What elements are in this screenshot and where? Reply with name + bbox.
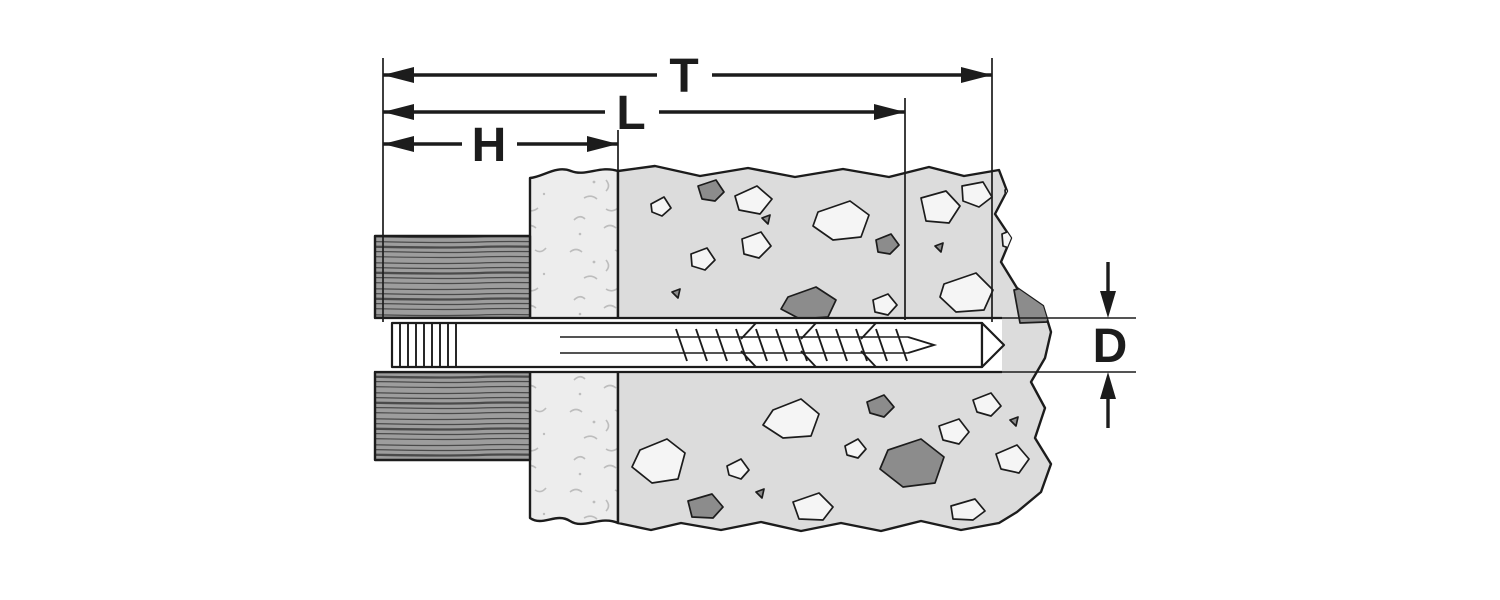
frame-dowel [390, 321, 1006, 369]
arrowhead-right [874, 104, 905, 120]
aggregate-stone [671, 288, 681, 299]
arrowhead-up [1100, 372, 1116, 399]
arrowhead-left [383, 104, 414, 120]
aggregate-stone [995, 444, 1030, 474]
aggregate-stone [761, 214, 771, 225]
aggregate-stone [844, 438, 867, 459]
aggregate-stone [762, 398, 820, 439]
aggregate-stone [1004, 184, 1029, 205]
arrowhead-right [587, 136, 618, 152]
aggregate-stone [755, 488, 765, 499]
dim-label-anchor-length: L [616, 87, 645, 140]
aggregate-stone [1009, 416, 1019, 427]
fixture-wood-layer [373, 234, 532, 462]
aggregate-stone [690, 247, 716, 271]
aggregate-stone [950, 498, 986, 521]
aggregate-stone [879, 438, 945, 488]
aggregate-stone [687, 493, 724, 519]
aggregate-stone [939, 272, 994, 313]
aggregate-stone [972, 392, 1002, 417]
dowel-collar-ribs [399, 323, 457, 367]
aggregate-stone [920, 190, 961, 224]
dim-label-diameter: D [1093, 320, 1128, 373]
arrowhead-left [383, 67, 414, 83]
aggregate-stones [631, 179, 1051, 521]
dimension-total-length: T [382, 50, 993, 322]
wood-block-bottom [373, 370, 532, 462]
aggregate-stone [872, 293, 898, 316]
dimension-fixture-thickness: H [383, 119, 619, 172]
dowel-tip [980, 321, 1006, 369]
aggregate-stone [792, 492, 834, 521]
aggregate-stone [650, 196, 672, 217]
aggregate-stone [741, 231, 772, 259]
concrete-layer [616, 164, 1053, 533]
aggregate-stone [866, 394, 895, 418]
screw-point [907, 336, 938, 354]
dimension-anchor-length: L [383, 87, 906, 320]
dim-label-total-length: T [669, 50, 698, 103]
aggregate-stone [697, 179, 725, 202]
aggregate-stone [726, 458, 750, 480]
arrowhead-down [1100, 291, 1116, 318]
aggregate-stone [938, 418, 970, 445]
wood-block-top [373, 234, 532, 320]
dimension-diameter: D [1002, 262, 1136, 428]
dowel-expansion-cuts [740, 322, 877, 368]
aggregate-stone [934, 242, 944, 253]
aggregate-stone [631, 438, 686, 484]
arrowhead-left [383, 136, 414, 152]
aggregate-stone [812, 200, 870, 241]
aggregate-stone [734, 185, 773, 215]
arrowhead-right [961, 67, 992, 83]
dim-label-fixture-thickness: H [472, 119, 507, 172]
aggregate-stone [875, 233, 900, 255]
aggregate-stone [961, 181, 993, 208]
